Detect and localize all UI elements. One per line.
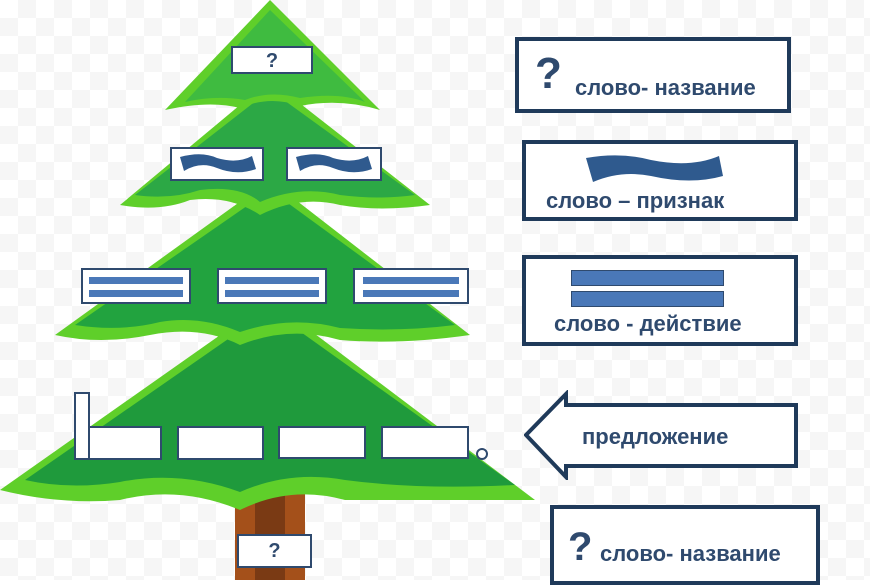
legend-label: слово - действие [554, 311, 742, 336]
sentence-word-slot-2[interactable] [177, 426, 264, 460]
legend-adjective: слово – признак [522, 140, 798, 221]
wave-icon [586, 155, 723, 182]
legend-verb: слово - действие [522, 255, 798, 346]
sentence-word-slot-4[interactable] [381, 426, 469, 459]
adjective-slot-1[interactable] [170, 147, 264, 181]
legend-noun-2: ? слово- название [550, 505, 820, 585]
wave-icon [296, 154, 372, 173]
legend-sentence-arrow [524, 390, 798, 480]
underline-bar [571, 291, 724, 307]
legend-sentence-label: предложение [582, 424, 729, 449]
sentence-word-slot-1[interactable] [88, 426, 162, 460]
question-icon: ? [535, 49, 562, 98]
verb-slot-2[interactable] [217, 268, 327, 304]
trunk-question-slot[interactable]: ? [237, 534, 312, 568]
legend-label: слово- название [600, 541, 781, 566]
underline-bar [571, 270, 724, 286]
adjective-slot-2[interactable] [286, 147, 382, 181]
period-dot [476, 448, 488, 460]
verb-slot-1[interactable] [81, 268, 191, 304]
wave-icon [180, 154, 256, 173]
legend-label: слово- название [575, 75, 756, 100]
verb-slot-3[interactable] [353, 268, 469, 304]
sentence-word-slot-3[interactable] [278, 426, 366, 459]
legend-noun: ? слово- название [515, 37, 791, 113]
legend-label: слово – признак [546, 188, 725, 213]
top-question-slot[interactable]: ? [231, 46, 313, 74]
question-icon: ? [568, 525, 593, 569]
